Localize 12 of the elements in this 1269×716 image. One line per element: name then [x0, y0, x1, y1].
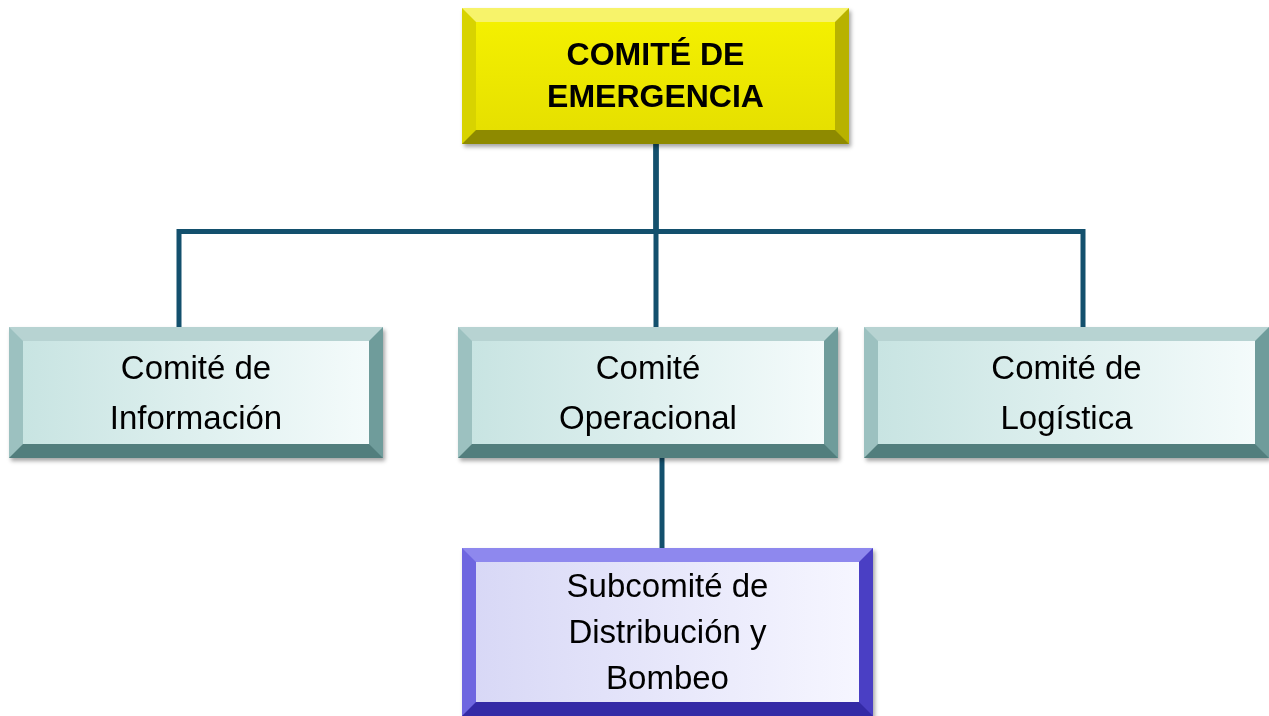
- committee-name: Subcomité de Distribución y Bombeo: [565, 565, 770, 699]
- committee-name: Comité Operacional: [558, 348, 738, 438]
- committee-name: COMITÉ DE EMERGENCIA: [546, 35, 765, 116]
- committee-box: [864, 327, 1269, 458]
- connector-line: [653, 144, 1086, 327]
- committee-name: Comité de Información: [108, 348, 284, 438]
- committee-name: Comité de Logística: [990, 348, 1143, 438]
- connector-line: [659, 458, 665, 548]
- committee-box: [9, 327, 383, 458]
- committee-box: [458, 327, 838, 458]
- main-committee-box: [462, 8, 849, 144]
- subcommittee-box: [462, 548, 873, 716]
